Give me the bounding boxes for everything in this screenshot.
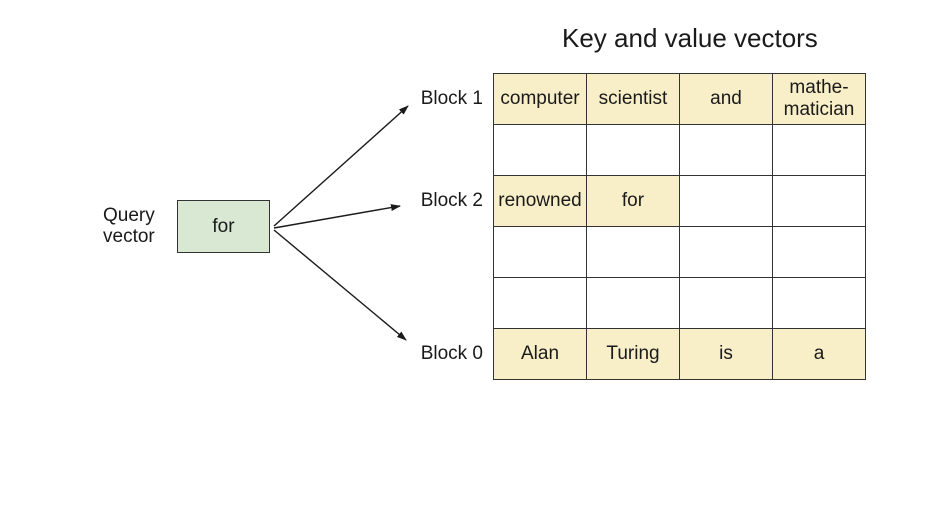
query-vector-box: for	[177, 200, 270, 253]
table-cell	[679, 124, 773, 176]
table-cell	[679, 226, 773, 278]
key-value-table: computer scientist and mathe- matician r…	[493, 73, 866, 380]
table-cell	[493, 124, 587, 176]
table-cell: and	[679, 73, 773, 125]
table-cell	[493, 277, 587, 329]
table-row	[493, 226, 866, 278]
arrow-to-block-2	[273, 204, 401, 229]
table-cell: Turing	[586, 328, 680, 380]
table-cell: renowned	[493, 175, 587, 227]
diagram-title: Key and value vectors	[562, 23, 818, 53]
table-cell: is	[679, 328, 773, 380]
query-vector-value: for	[212, 215, 235, 237]
table-cell: Alan	[493, 328, 587, 380]
table-cell	[772, 226, 866, 278]
block-2-label: Block 2	[420, 190, 483, 211]
table-cell	[679, 277, 773, 329]
table-row: renowned for	[493, 175, 866, 227]
table-cell: scientist	[586, 73, 680, 125]
arrow-to-block-1	[273, 105, 409, 227]
table-row	[493, 277, 866, 329]
table-cell	[772, 124, 866, 176]
table-cell	[772, 277, 866, 329]
block-1-label: Block 1	[420, 88, 483, 109]
table-row	[493, 124, 866, 176]
table-cell: a	[772, 328, 866, 380]
table-row: computer scientist and mathe- matician	[493, 73, 866, 125]
table-cell: mathe- matician	[772, 73, 866, 125]
table-cell	[586, 226, 680, 278]
table-cell: computer	[493, 73, 587, 125]
table-cell: for	[586, 175, 680, 227]
query-vector-label: Query vector	[103, 205, 155, 247]
arrow-to-block-0	[273, 229, 407, 341]
table-cell	[586, 277, 680, 329]
table-cell	[679, 175, 773, 227]
table-row: Alan Turing is a	[493, 328, 866, 380]
block-0-label: Block 0	[420, 343, 483, 364]
table-cell	[772, 175, 866, 227]
table-cell	[493, 226, 587, 278]
table-cell	[586, 124, 680, 176]
